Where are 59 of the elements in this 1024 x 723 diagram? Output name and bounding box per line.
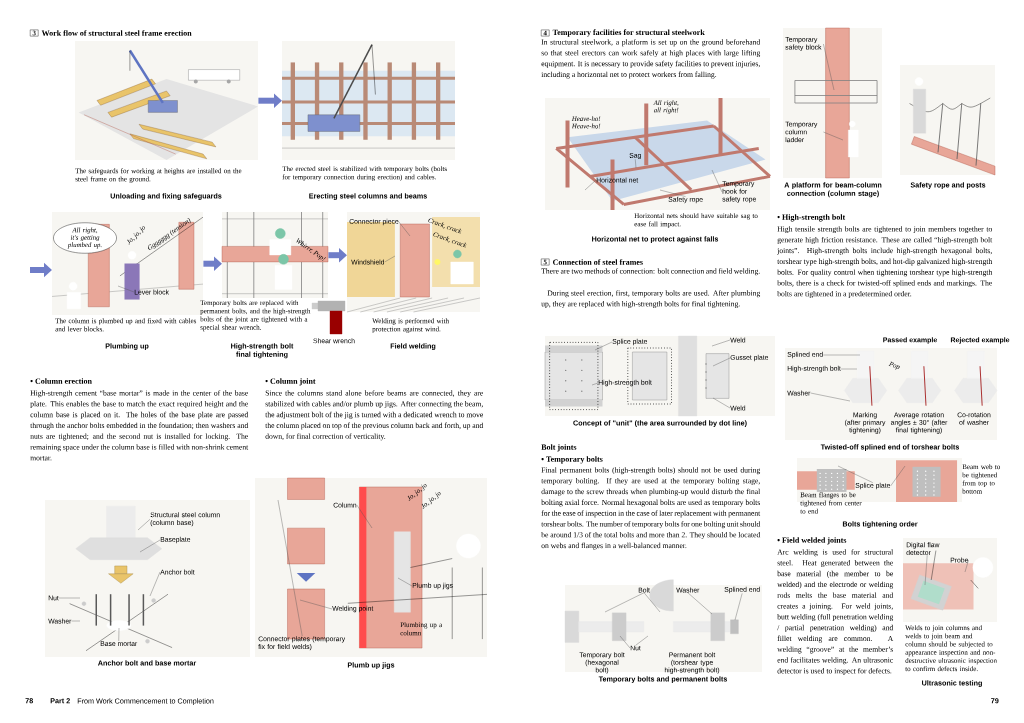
steel-frame-drawing [281, 41, 456, 160]
leader-line [397, 577, 413, 587]
splice-plate-drawing [797, 458, 962, 502]
leader-line [604, 592, 645, 613]
leader-line [840, 368, 858, 370]
leader-line [810, 392, 851, 402]
leader-line [823, 354, 861, 356]
leader-line [149, 571, 161, 597]
leader-line [711, 339, 731, 347]
leader-line [584, 179, 597, 191]
bolt-end-drawing [785, 348, 998, 440]
bolting-worker-drawing [221, 211, 329, 299]
leader-line [687, 592, 713, 615]
welding-drawing [346, 212, 481, 313]
leader-line [384, 255, 396, 263]
construction-site-drawing [75, 41, 258, 160]
leader-line [712, 397, 731, 409]
section-heading: Connection of steel frames [553, 259, 643, 265]
subheading: • High-strength bolt [777, 214, 846, 222]
section-heading: Temporary facilities for structural steelwork [552, 29, 705, 37]
leader-line [643, 592, 661, 613]
leader-line [118, 627, 120, 642]
subheading: • Field welded joints [777, 537, 847, 545]
subheading: • Temporary bolts [541, 456, 603, 464]
leader-line [277, 499, 303, 637]
anchor-bolt-drawing [45, 500, 250, 657]
subheading: Bolt joints [541, 444, 577, 452]
column-platform-drawing [783, 27, 882, 179]
safety-rope-drawing [900, 65, 996, 176]
leader-line [823, 131, 844, 141]
leader-line [139, 539, 161, 553]
leader-line [890, 465, 906, 487]
ultrasonic-testing-drawing [903, 538, 997, 622]
leader-line [823, 43, 835, 91]
bolt-drawing [564, 579, 762, 672]
leader-line [591, 382, 599, 386]
subheading: • Column erection [30, 378, 92, 384]
leader-line [299, 599, 333, 610]
leader-line [659, 189, 686, 197]
plumb-jig-drawing [255, 477, 488, 657]
leader-line [837, 465, 873, 483]
subheading: • Column joint [265, 378, 316, 386]
leader-line [711, 169, 723, 193]
leader-line [712, 357, 731, 367]
leader-line [964, 559, 969, 573]
section-heading: Work flow of structural steel frame erection [41, 30, 192, 36]
leader-line [117, 285, 135, 293]
leader-line [924, 555, 928, 586]
leader-line [594, 341, 613, 351]
leader-line [58, 597, 81, 599]
leader-line [619, 635, 631, 649]
leader-line [137, 519, 151, 531]
leader-line [635, 159, 637, 169]
leader-line [734, 593, 743, 621]
leader-line [398, 221, 411, 237]
beam-joint-drawing [544, 335, 775, 417]
leader-line [71, 620, 81, 622]
safety-net-drawing [545, 96, 772, 212]
leader-line [635, 635, 649, 646]
